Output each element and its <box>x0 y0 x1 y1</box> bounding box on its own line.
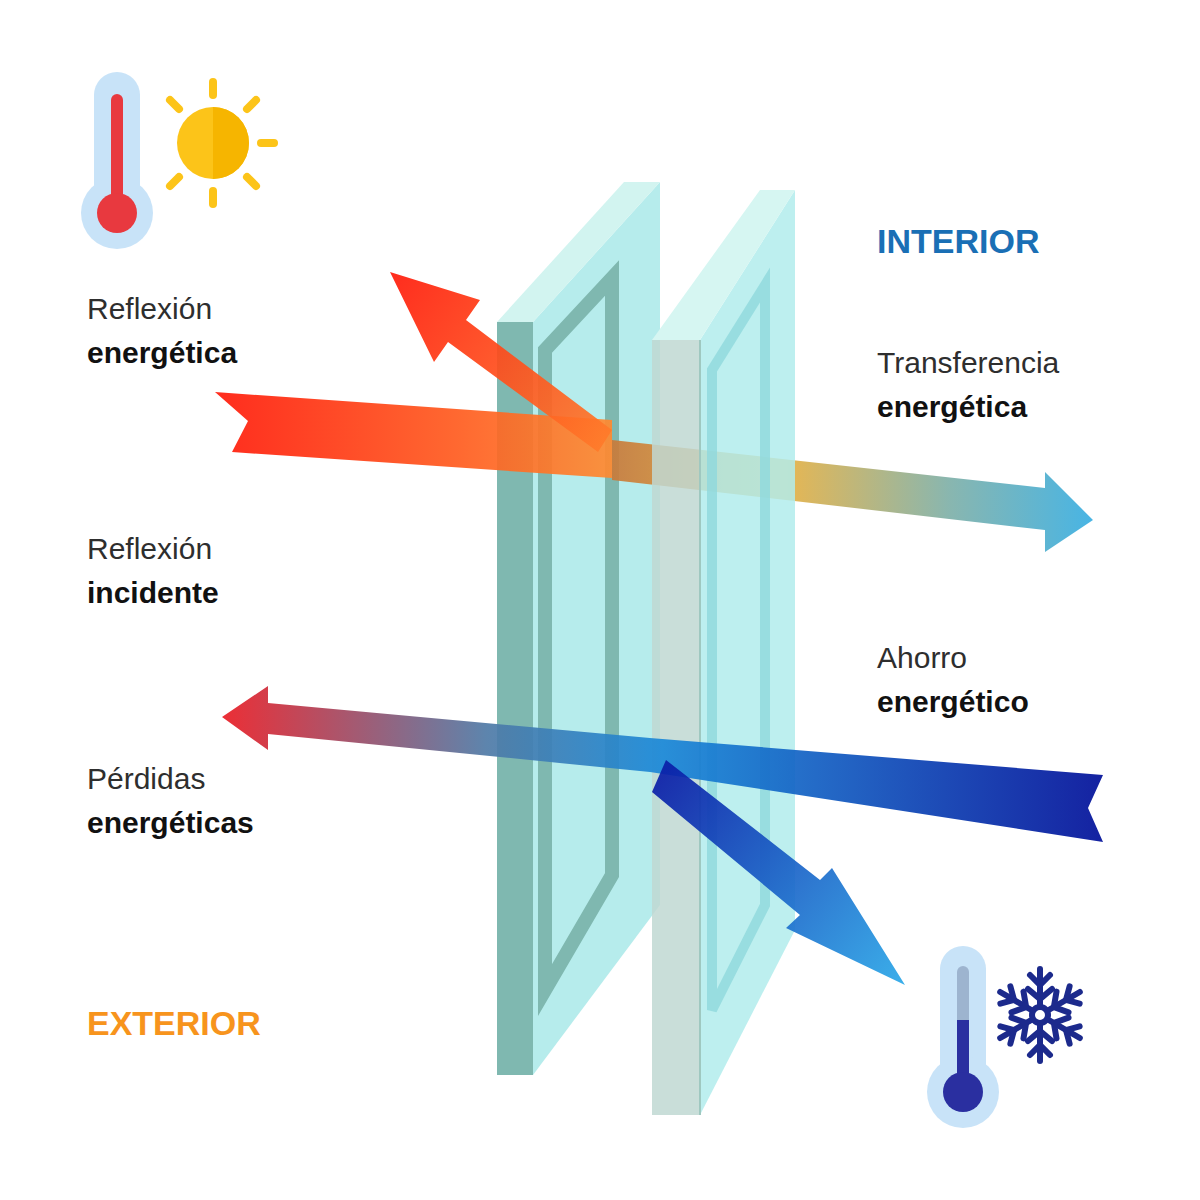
arrow-label: Pérdidas <box>87 762 205 797</box>
cold-thermometer <box>927 946 999 1128</box>
reflection-arrow <box>390 272 612 452</box>
arrow-label: energética <box>877 390 1027 425</box>
arrow-label: Reflexión <box>87 292 212 327</box>
region-label: EXTERIOR <box>87 1004 261 1043</box>
loss-arrow <box>222 686 1103 842</box>
sun-icon <box>170 82 274 204</box>
arrow-label: Reflexión <box>87 532 212 567</box>
glass-pane-inner <box>652 190 795 1115</box>
arrow-label: energética <box>87 336 237 371</box>
arrow-label: energéticas <box>87 806 254 841</box>
snowflake-icon <box>994 969 1086 1061</box>
arrow-label: energético <box>877 685 1029 720</box>
arrow-label: Ahorro <box>877 641 967 676</box>
saving-arrow <box>652 760 905 985</box>
region-label: INTERIOR <box>877 222 1039 261</box>
arrow-label: incidente <box>87 576 219 611</box>
arrow-label: Transferencia <box>877 346 1059 381</box>
glass-pane-outer <box>497 182 660 1075</box>
hot-thermometer <box>81 72 153 249</box>
